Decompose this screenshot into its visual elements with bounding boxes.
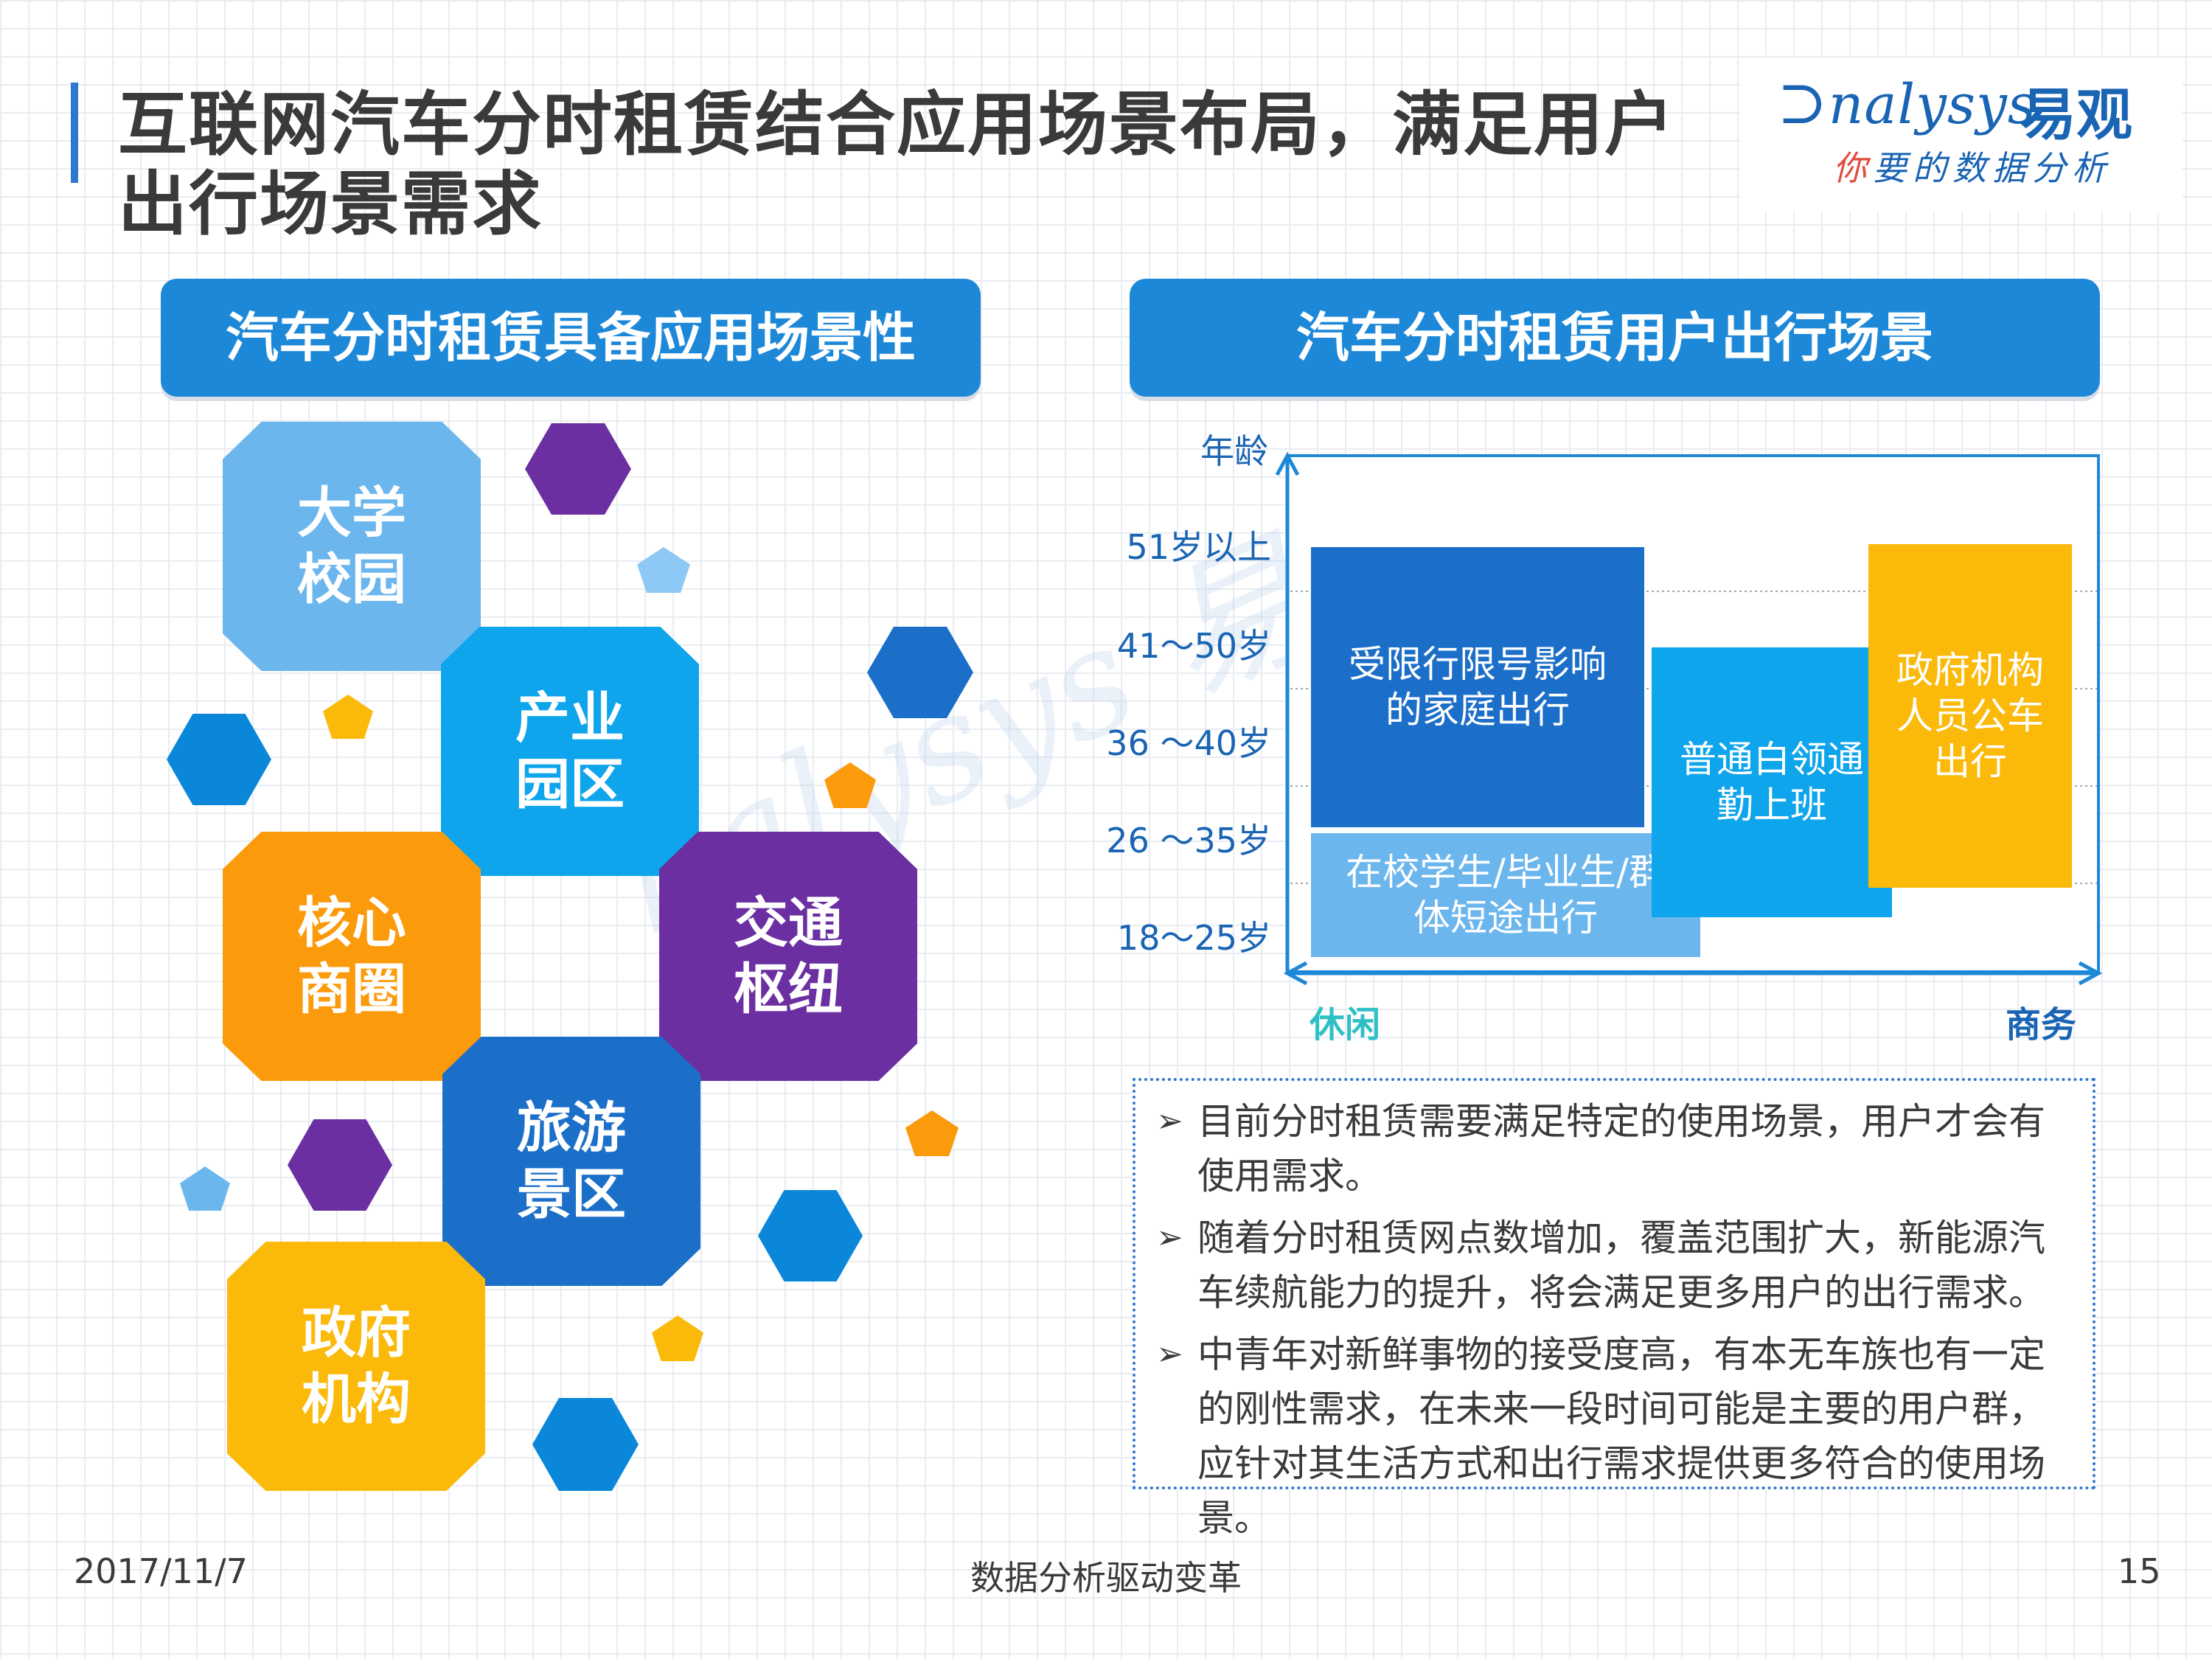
page-number: 15 xyxy=(2118,1551,2161,1591)
hexagon-shape xyxy=(167,714,271,805)
pentagon-shape xyxy=(905,1110,959,1156)
hexagon-shape xyxy=(288,1119,392,1211)
bullet-text: 中青年对新鲜事物的接受度高，有本无车族也有一定的刚性需求，在未来一段时间可能是主… xyxy=(1197,1333,2045,1540)
logo xyxy=(1740,58,2183,212)
hexagon-shape xyxy=(525,423,631,515)
page-title-line2: 出行场景需求 xyxy=(118,164,543,245)
y-axis-label: 年龄 xyxy=(1200,431,1268,471)
scenario-bar-government: 政府机构人员公车出行 xyxy=(1868,544,2072,888)
hexagon-shape xyxy=(867,627,973,718)
y-tick-label: 36 ～40岁 xyxy=(1106,723,1271,763)
bullet-box: ➢ 目前分时租赁需要满足特定的使用场景，用户才会有使用需求。 ➢ 随着分时租赁网… xyxy=(1133,1078,2096,1540)
tile-government-agency: 政府机构 xyxy=(227,1242,485,1491)
tile-university-campus: 大学校园 xyxy=(223,422,481,671)
logo-tag-rest: 要的数据分析 xyxy=(1873,148,2112,188)
arrow-bullet-icon: ➢ xyxy=(1156,1335,1183,1373)
right-section-heading: 汽车分时租赁用户出行场景 xyxy=(1130,279,2100,397)
tile-industrial-park: 产业园区 xyxy=(441,627,699,876)
x-axis-right-label: 商务 xyxy=(2006,1004,2077,1046)
page-title: 互联网汽车分时租赁结合应用场景布局，满足用户 出行场景需求 xyxy=(118,86,1755,245)
logo-tagline: 你要的数据分析 xyxy=(1833,142,2112,190)
bullet-text: 随着分时租赁网点数增加，覆盖范围扩大，新能源汽车续航能力的提升，将会满足更多用户… xyxy=(1197,1217,2045,1314)
y-tick-label: 41～50岁 xyxy=(1116,626,1271,666)
logo-cn: 易观 xyxy=(2020,82,2132,147)
page-title-line1: 互联网汽车分时租赁结合应用场景布局，满足用户 xyxy=(118,85,1676,165)
tile-scenic-area: 旅游景区 xyxy=(442,1037,700,1286)
scenario-bar-commuters: 普通白领通勤上班 xyxy=(1652,647,1892,917)
scenario-bar-students: 在校学生/毕业生/群体短途出行 xyxy=(1311,833,1700,957)
bullet-item: ➢ 随着分时租赁网点数增加，覆盖范围扩大，新能源汽车续航能力的提升，将会满足更多… xyxy=(1156,1211,2078,1320)
y-tick-label: 51岁以上 xyxy=(1126,527,1271,567)
bullet-item: ➢ 目前分时租赁需要满足特定的使用场景，用户才会有使用需求。 xyxy=(1156,1094,2078,1203)
tile-transport-hub: 交通枢纽 xyxy=(659,832,917,1081)
footer-date: 2017/11/7 xyxy=(74,1551,248,1591)
pentagon-shape xyxy=(323,695,373,739)
y-tick-label: 18～25岁 xyxy=(1116,918,1271,958)
arrow-bullet-icon: ➢ xyxy=(1156,1102,1183,1140)
hexagon-shape xyxy=(758,1190,863,1281)
hexagon-shape xyxy=(532,1398,639,1491)
logo-tag-first: 你 xyxy=(1833,148,1873,188)
logo-en: nalysys xyxy=(1828,73,2037,136)
title-accent-bar xyxy=(71,83,78,183)
left-section-heading: 汽车分时租赁具备应用场景性 xyxy=(161,279,981,397)
footer-slogan: 数据分析驱动变革 xyxy=(970,1558,1242,1598)
logo-wordmark: ⊃nalysys xyxy=(1777,68,2037,138)
bullet-item: ➢ 中青年对新鲜事物的接受度高，有本无车族也有一定的刚性需求，在未来一段时间可能… xyxy=(1156,1327,2078,1545)
pentagon-shape xyxy=(180,1166,230,1211)
tile-business-district: 核心商圈 xyxy=(223,832,481,1081)
bullet-text: 目前分时租赁需要满足特定的使用场景，用户才会有使用需求。 xyxy=(1197,1100,2045,1197)
y-tick-label: 26 ～35岁 xyxy=(1106,821,1271,860)
scenario-bar-family: 受限行限号影响的家庭出行 xyxy=(1311,547,1644,827)
pentagon-shape xyxy=(652,1315,703,1361)
arrow-bullet-icon: ➢ xyxy=(1156,1219,1183,1256)
pentagon-shape xyxy=(637,547,690,593)
x-axis-left-label: 休闲 xyxy=(1310,1004,1381,1046)
